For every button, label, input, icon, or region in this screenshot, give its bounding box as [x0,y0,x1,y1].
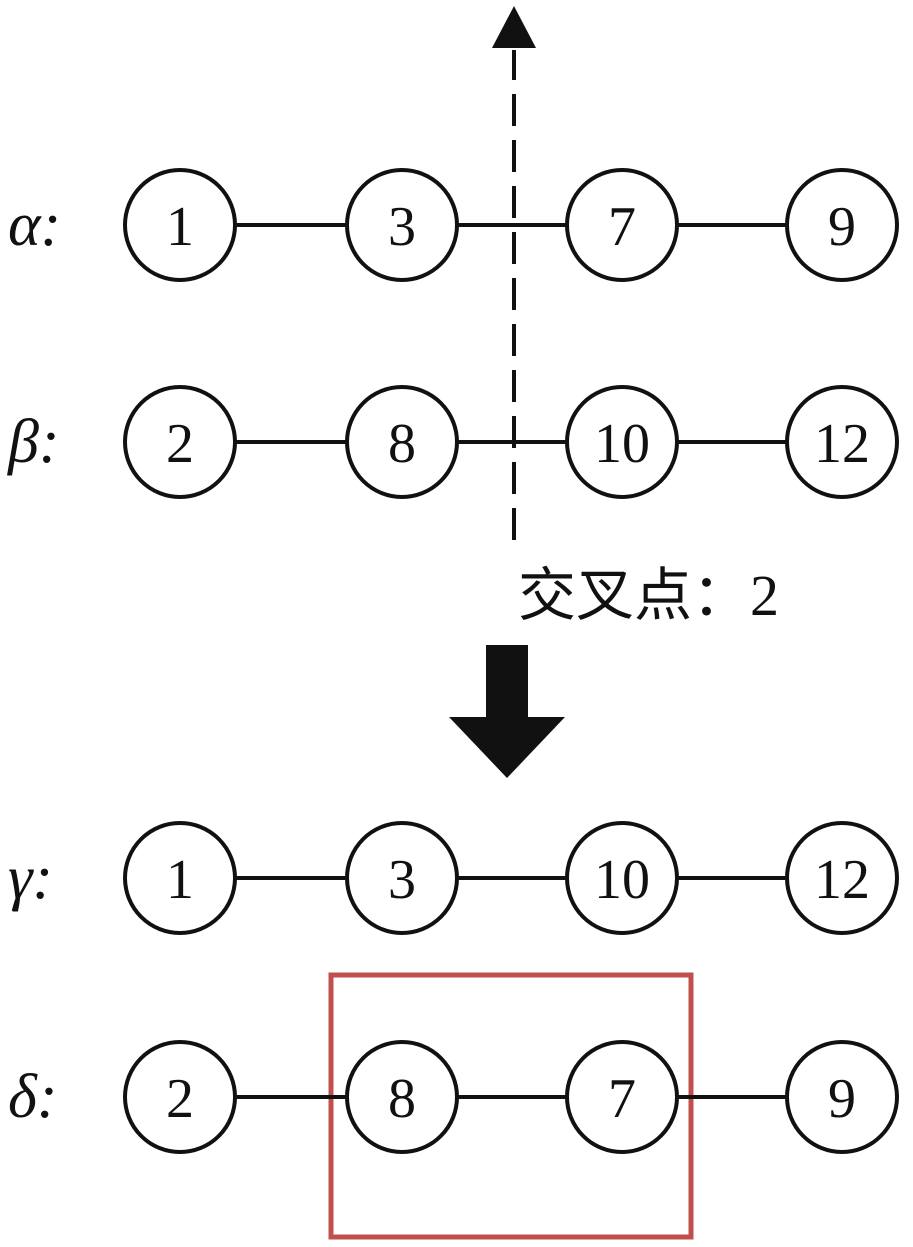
gene-node: 9 [785,1040,899,1154]
node-value: 3 [388,849,416,911]
crossover-arrowhead-icon [492,6,536,48]
node-value: 10 [594,413,650,475]
node-circle [565,1040,679,1154]
node-value: 10 [594,849,650,911]
node-value: 12 [814,849,870,911]
gene-node: 2 [123,385,237,499]
node-circle [123,385,237,499]
row-label: β: [7,408,60,476]
node-value: 9 [828,1068,856,1130]
gene-node: 12 [785,385,899,499]
crossover-point-label: 交叉点：2 [518,563,779,628]
gene-node: 8 [345,1040,459,1154]
gene-node: 1 [123,821,237,935]
gene-node: 12 [785,821,899,935]
node-value: 12 [814,413,870,475]
highlight-box [328,972,694,1240]
node-value: 1 [166,849,194,911]
node-circle [345,168,459,282]
node-circle [785,168,899,282]
node-circle [565,821,679,935]
node-value: 2 [166,413,194,475]
row-alpha: α: 1 3 7 9 [8,168,899,282]
gene-node: 10 [565,821,679,935]
node-circle [565,168,679,282]
row-delta: δ: 2 8 7 9 [8,1040,899,1154]
node-circle [123,168,237,282]
row-label: γ: [8,844,53,912]
gene-node: 8 [345,385,459,499]
node-circle [123,821,237,935]
gene-node: 10 [565,385,679,499]
node-value: 7 [608,1068,636,1130]
gene-node: 2 [123,1040,237,1154]
node-circle [785,1040,899,1154]
gene-node: 7 [565,168,679,282]
gene-node: 3 [345,821,459,935]
gene-node: 1 [123,168,237,282]
node-circle [345,385,459,499]
node-value: 1 [166,196,194,258]
node-value: 9 [828,196,856,258]
node-circle [123,1040,237,1154]
node-value: 8 [388,1068,416,1130]
node-value: 7 [608,196,636,258]
node-circle [345,821,459,935]
gene-node: 3 [345,168,459,282]
row-beta: β: 2 8 10 12 [7,385,899,499]
node-value: 3 [388,196,416,258]
gene-node: 7 [565,1040,679,1154]
down-arrow-icon [449,645,565,778]
row-gamma: γ: 1 3 10 12 [8,821,899,935]
node-value: 2 [166,1068,194,1130]
node-value: 8 [388,413,416,475]
row-label: α: [8,191,61,259]
node-circle [785,821,899,935]
row-label: δ: [8,1063,57,1131]
node-circle [565,385,679,499]
node-circle [345,1040,459,1154]
node-circle [785,385,899,499]
gene-node: 9 [785,168,899,282]
